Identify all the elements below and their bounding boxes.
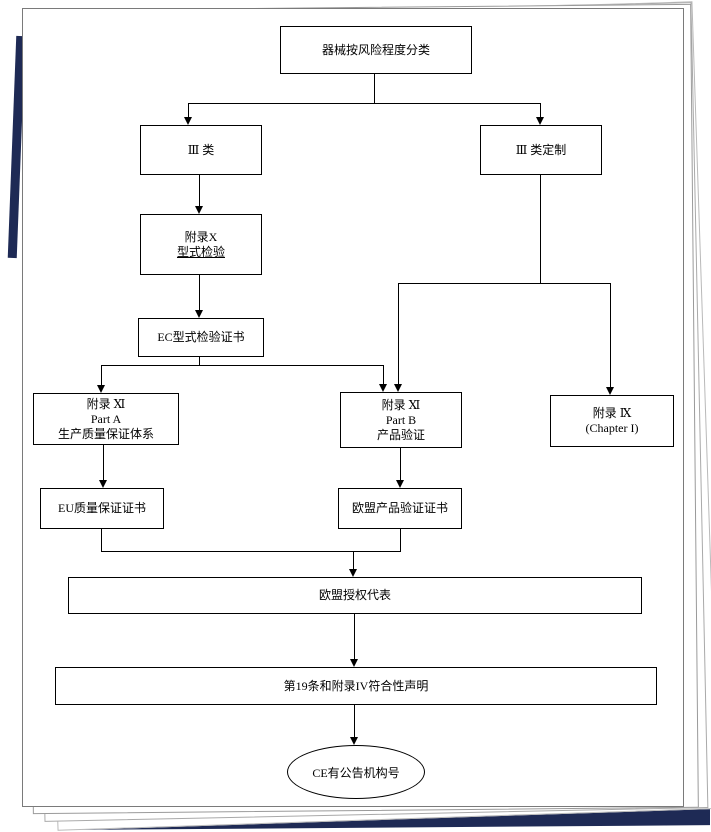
node-eu-product-cert: 欧盟产品验证证书 bbox=[338, 488, 462, 529]
node-annex-xi-part-a-line3: 生产质量保证体系 bbox=[57, 426, 154, 441]
node-class-iii: Ⅲ 类 bbox=[140, 125, 262, 175]
node-eu-quality-cert-label: EU质量保证证书 bbox=[58, 501, 146, 515]
node-class-iii-custom-label: Ⅲ 类定制 bbox=[515, 142, 567, 157]
connector-to-class-custom bbox=[540, 103, 541, 118]
connector-custom-stem bbox=[540, 173, 541, 283]
connector-cert-merge bbox=[101, 551, 401, 552]
arrow-to-part-b-right bbox=[394, 384, 402, 392]
connector-to-part-b-right bbox=[398, 283, 399, 385]
node-eu-product-cert-label: 欧盟产品验证证书 bbox=[351, 501, 448, 515]
connector-to-ce bbox=[354, 703, 355, 738]
node-ec-type-cert-label: EC型式检验证书 bbox=[157, 330, 245, 344]
connector-to-eu-rep bbox=[353, 551, 354, 570]
connector-ec-stem bbox=[199, 355, 200, 365]
node-declaration: 第19条和附录IV符合性声明 bbox=[55, 667, 657, 705]
connector-to-class-iii bbox=[188, 103, 189, 118]
node-ce-notified-body-label: CE有公告机构号 bbox=[312, 765, 400, 780]
connector-to-part-a bbox=[101, 365, 102, 386]
node-annex-xi-part-a-line2: Part A bbox=[90, 411, 122, 426]
node-class-iii-custom: Ⅲ 类定制 bbox=[480, 125, 602, 175]
node-annex-xi-part-b: 附录 Ⅺ Part B 产品验证 bbox=[340, 392, 462, 448]
node-root: 器械按风险程度分类 bbox=[280, 26, 472, 74]
node-eu-auth-rep: 欧盟授权代表 bbox=[68, 577, 642, 614]
connector-to-eu-product bbox=[400, 446, 401, 481]
arrow-to-eu-product bbox=[396, 480, 404, 488]
node-annex-x-line1: 附录X bbox=[184, 229, 218, 244]
node-ce-notified-body: CE有公告机构号 bbox=[287, 745, 425, 799]
connector-to-ec-cert bbox=[199, 273, 200, 311]
arrow-to-part-b-left bbox=[379, 384, 387, 392]
node-annex-xi-part-b-line2: Part B bbox=[385, 412, 417, 427]
node-eu-quality-cert: EU质量保证证书 bbox=[40, 488, 164, 529]
connector-to-annex-x bbox=[199, 173, 200, 207]
arrow-to-annex-x bbox=[195, 206, 203, 214]
arrow-to-eu-quality bbox=[99, 480, 107, 488]
node-annex-x: 附录X 型式检验 bbox=[140, 214, 262, 275]
connector-to-annex-ix bbox=[610, 283, 611, 388]
node-annex-ix-line2: (Chapter I) bbox=[585, 421, 639, 435]
arrow-to-class-custom bbox=[536, 117, 544, 125]
node-annex-xi-part-a-line1: 附录 Ⅺ bbox=[86, 396, 126, 411]
connector-root-stem bbox=[374, 72, 375, 103]
connector-product-stem bbox=[400, 527, 401, 551]
arrow-to-declaration bbox=[350, 659, 358, 667]
arrow-to-class-iii bbox=[184, 117, 192, 125]
node-declaration-label: 第19条和附录IV符合性声明 bbox=[283, 678, 429, 693]
node-root-label: 器械按风险程度分类 bbox=[321, 42, 430, 57]
connector-to-declaration bbox=[354, 612, 355, 660]
arrow-to-annex-ix bbox=[606, 387, 614, 395]
connector-custom-split bbox=[398, 283, 611, 284]
node-annex-xi-part-b-line3: 产品验证 bbox=[376, 427, 425, 442]
connector-ec-split bbox=[101, 365, 384, 366]
node-annex-ix-line1: 附录 Ⅸ bbox=[592, 406, 632, 420]
connector-to-part-b-left bbox=[383, 365, 384, 385]
connector-root-split bbox=[188, 103, 541, 104]
node-ec-type-cert: EC型式检验证书 bbox=[138, 318, 264, 357]
node-annex-xi-part-b-line1: 附录 Ⅺ bbox=[381, 397, 421, 412]
node-annex-x-line2: 型式检验 bbox=[176, 244, 225, 259]
node-annex-xi-part-a: 附录 Ⅺ Part A 生产质量保证体系 bbox=[33, 393, 179, 445]
connector-to-eu-quality bbox=[103, 443, 104, 481]
arrow-to-eu-rep bbox=[349, 569, 357, 577]
connector-quality-stem bbox=[101, 527, 102, 551]
arrow-to-part-a bbox=[97, 385, 105, 393]
node-annex-ix: 附录 Ⅸ (Chapter I) bbox=[550, 395, 674, 447]
node-eu-auth-rep-label: 欧盟授权代表 bbox=[318, 588, 391, 602]
node-class-iii-label: Ⅲ 类 bbox=[187, 142, 215, 157]
arrow-to-ce bbox=[350, 737, 358, 745]
arrow-to-ec-cert bbox=[195, 310, 203, 318]
